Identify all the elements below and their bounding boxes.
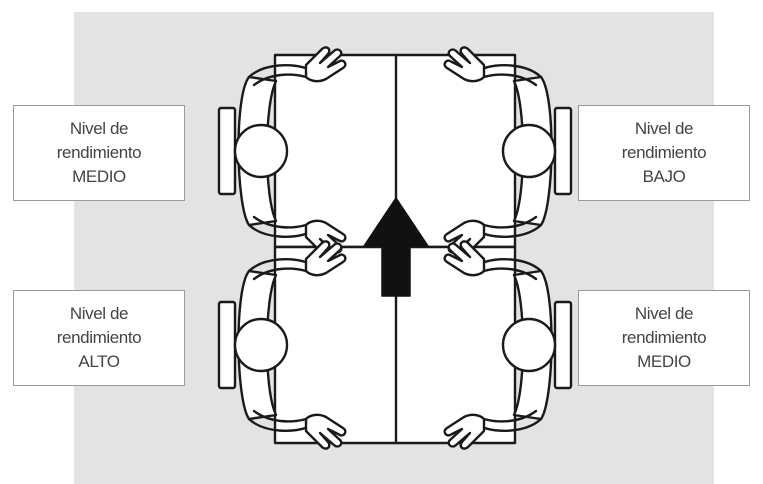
- label-level: ALTO: [78, 350, 119, 374]
- label-line: Nivel de: [635, 302, 693, 326]
- label-line: rendimiento: [622, 141, 706, 165]
- label-level: MEDIO: [72, 165, 126, 189]
- performance-label-top-left: Nivel de rendimiento MEDIO: [13, 105, 185, 201]
- performance-label-top-right: Nivel de rendimiento BAJO: [578, 105, 750, 201]
- label-line: rendimiento: [57, 326, 141, 350]
- performance-label-bottom-left: Nivel de rendimiento ALTO: [13, 290, 185, 386]
- label-line: rendimiento: [57, 141, 141, 165]
- performance-label-bottom-right: Nivel de rendimiento MEDIO: [578, 290, 750, 386]
- label-line: Nivel de: [70, 302, 128, 326]
- label-line: rendimiento: [622, 326, 706, 350]
- label-level: MEDIO: [637, 350, 691, 374]
- label-line: Nivel de: [635, 117, 693, 141]
- label-line: Nivel de: [70, 117, 128, 141]
- label-level: BAJO: [643, 165, 686, 189]
